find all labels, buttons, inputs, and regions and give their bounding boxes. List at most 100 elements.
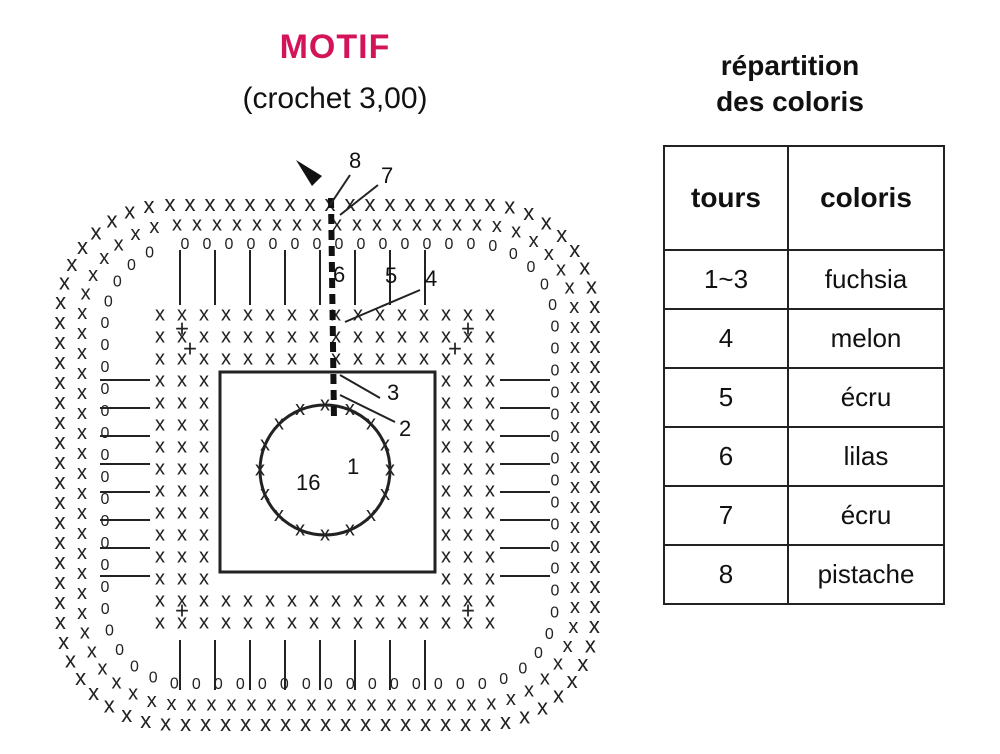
single-crochet-stitch: x xyxy=(565,277,575,299)
single-crochet-stitch: x xyxy=(332,213,342,235)
single-crochet-stitch: x xyxy=(375,303,385,325)
single-crochet-stitch: x xyxy=(55,369,66,394)
single-crochet-stitch: x xyxy=(225,191,236,216)
single-crochet-stitch: x xyxy=(306,693,316,715)
single-crochet-stitch: x xyxy=(155,523,165,545)
single-crochet-stitch: x xyxy=(77,582,87,604)
single-crochet-stitch: x xyxy=(570,576,580,598)
single-crochet-stitch: x xyxy=(569,296,579,318)
single-crochet-stitch: x xyxy=(59,270,70,295)
row-coloris: pistache xyxy=(787,544,945,605)
single-crochet-stitch: x xyxy=(590,513,601,538)
single-crochet-stitch: x xyxy=(199,391,209,413)
single-crochet-stitch: + xyxy=(461,597,475,624)
chain-stitch: 0 xyxy=(412,676,421,693)
single-crochet-stitch: x xyxy=(441,325,451,347)
single-crochet-stitch: x xyxy=(375,589,385,611)
single-crochet-stitch: x xyxy=(484,191,495,216)
single-crochet-stitch: x xyxy=(366,412,376,434)
single-crochet-stitch: x xyxy=(463,589,473,611)
single-crochet-stitch: x xyxy=(570,396,580,418)
single-crochet-stitch: x xyxy=(266,693,276,715)
chain-stitch: 0 xyxy=(551,363,560,380)
single-crochet-stitch: x xyxy=(500,709,511,734)
single-crochet-stitch: x xyxy=(485,303,495,325)
single-crochet-stitch: x xyxy=(112,672,122,694)
single-crochet-stitch: x xyxy=(440,711,451,736)
single-crochet-stitch: x xyxy=(265,611,275,633)
single-crochet-stitch: x xyxy=(55,409,66,434)
single-crochet-stitch: x xyxy=(519,703,530,728)
single-crochet-stitch: x xyxy=(192,213,202,235)
single-crochet-stitch: x xyxy=(55,329,66,354)
start-arrow-icon xyxy=(296,160,322,186)
hook-size-subtitle: (crochet 3,00) xyxy=(242,82,428,115)
chain-stitch: 0 xyxy=(247,236,256,253)
single-crochet-stitch: x xyxy=(485,567,495,589)
single-crochet-stitch: + xyxy=(175,315,189,342)
chain-stitch: 0 xyxy=(551,429,560,446)
single-crochet-stitch: x xyxy=(331,303,341,325)
chain-stitch: 0 xyxy=(101,425,110,442)
chain-stitch: 0 xyxy=(214,676,223,693)
single-crochet-stitch: x xyxy=(346,693,356,715)
chain-stitch: 0 xyxy=(101,403,110,420)
single-crochet-stitch: x xyxy=(221,589,231,611)
single-crochet-stitch: x xyxy=(419,303,429,325)
single-crochet-stitch: x xyxy=(463,413,473,435)
single-crochet-stitch: x xyxy=(419,347,429,369)
single-crochet-stitch: x xyxy=(177,545,187,567)
single-crochet-stitch: x xyxy=(570,496,580,518)
single-crochet-stitch: x xyxy=(485,347,495,369)
single-crochet-stitch: x xyxy=(432,213,442,235)
round-label-5: 5 xyxy=(385,263,397,288)
single-crochet-stitch: x xyxy=(441,347,451,369)
single-crochet-stitch: x xyxy=(570,416,580,438)
single-crochet-stitch: x xyxy=(331,611,341,633)
chain-stitch: 0 xyxy=(478,676,487,693)
chain-stitch: 0 xyxy=(467,236,476,253)
color-distribution-heading: répartition des coloris xyxy=(640,48,940,120)
chain-stitch: 0 xyxy=(101,601,110,618)
single-crochet-stitch: x xyxy=(392,213,402,235)
single-crochet-stitch: x xyxy=(406,693,416,715)
single-crochet-stitch: x xyxy=(212,213,222,235)
single-crochet-stitch: x xyxy=(366,693,376,715)
single-crochet-stitch: x xyxy=(124,198,135,223)
single-crochet-stitch: x xyxy=(590,473,601,498)
single-crochet-stitch: x xyxy=(166,693,176,715)
single-crochet-stitch: x xyxy=(570,516,580,538)
single-crochet-stitch: x xyxy=(77,522,87,544)
single-crochet-stitch: x xyxy=(590,553,601,578)
chain-stitch: 0 xyxy=(551,561,560,578)
single-crochet-stitch: x xyxy=(243,303,253,325)
single-crochet-stitch: x xyxy=(177,611,187,633)
single-crochet-stitch: x xyxy=(586,273,597,298)
single-crochet-stitch: x xyxy=(155,545,165,567)
single-crochet-stitch: x xyxy=(274,504,284,526)
chain-stitch: 0 xyxy=(401,236,410,253)
single-crochet-stitch: x xyxy=(199,589,209,611)
single-crochet-stitch: x xyxy=(441,523,451,545)
single-crochet-stitch: x xyxy=(463,501,473,523)
single-crochet-stitch: x xyxy=(463,391,473,413)
row-coloris: écru xyxy=(787,367,945,428)
single-crochet-stitch: x xyxy=(106,207,117,232)
single-crochet-stitch: x xyxy=(309,325,319,347)
single-crochet-stitch: x xyxy=(55,389,66,414)
single-crochet-stitch: x xyxy=(590,593,601,618)
single-crochet-stitch: x xyxy=(568,616,578,638)
single-crochet-stitch: x xyxy=(345,518,355,540)
single-crochet-stitch: x xyxy=(590,493,601,518)
single-crochet-stitch: x xyxy=(353,347,363,369)
single-crochet-stitch: x xyxy=(121,702,132,727)
single-crochet-stitch: x xyxy=(412,213,422,235)
single-crochet-stitch: x xyxy=(65,648,76,673)
single-crochet-stitch: + xyxy=(448,335,462,362)
chain-stitch: 0 xyxy=(445,236,454,253)
single-crochet-stitch: x xyxy=(590,313,601,338)
chain-stitch: 0 xyxy=(488,238,497,255)
color-table-header: tours coloris xyxy=(663,145,945,251)
single-crochet-stitch: x xyxy=(485,369,495,391)
single-crochet-stitch: x xyxy=(570,316,580,338)
